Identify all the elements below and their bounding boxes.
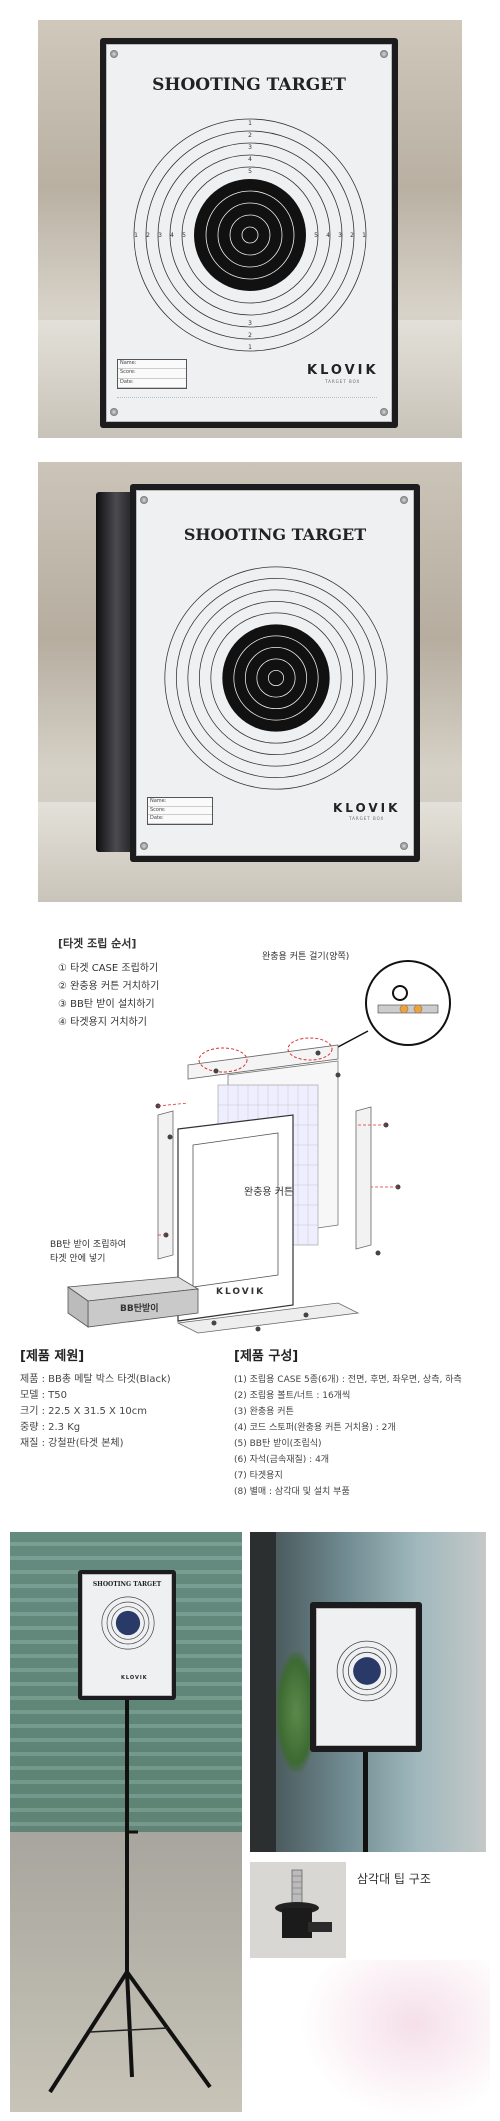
spec-column: [제품 제원] 제품 : BB총 메탈 박스 타겟(Black) 모델 : T5… — [20, 1345, 171, 1452]
assembly-step-3: ③ BB탄 받이 설치하기 — [58, 999, 155, 1010]
svg-text:1: 1 — [362, 232, 366, 239]
window-target-rings — [336, 1640, 398, 1702]
component-line: (1) 조립용 CASE 5종(6개) : 전면, 후면, 좌우면, 상측, 하… — [234, 1375, 462, 1385]
window-pole — [363, 1752, 368, 1852]
screw-icon — [400, 842, 408, 850]
assembly-step-4: ④ 타겟용지 거치하기 — [58, 1017, 147, 1028]
target-paper: SHOOTING TARGET 1 1 2 2 3 3 4 4 5 5 1 2 3 4 5 1 2… — [106, 44, 392, 422]
svg-text:2: 2 — [146, 232, 150, 239]
svg-text:4: 4 — [248, 156, 252, 163]
curtain-label: 완충용 커튼 — [244, 1187, 294, 1198]
bullseye-black — [222, 624, 330, 732]
bb-note-line-2: 타겟 안에 넣기 — [50, 1254, 106, 1264]
tripod-tip-photo — [250, 1862, 346, 1958]
svg-text:5: 5 — [248, 168, 252, 175]
component-line: (6) 자석(금속재질) : 4개 — [234, 1455, 330, 1465]
tripod-tip-drawing — [275, 1869, 332, 1938]
target-rings: 1 1 2 2 3 3 4 4 5 5 1 2 3 4 5 1 2 3 — [133, 118, 367, 352]
bb-note-line-1: BB탄 받이 조립하여 — [50, 1240, 127, 1250]
component-line: (8) 별매 : 삼각대 및 설치 부품 — [234, 1487, 350, 1497]
stand-target-title: SHOOTING TARGET — [92, 1581, 162, 1588]
target-title: SHOOTING TARGET — [183, 525, 367, 544]
greenery — [276, 1652, 316, 1772]
brand-logo: KLOVIK — [307, 363, 379, 378]
screw-icon — [140, 496, 148, 504]
spec-line: 제품 : BB총 메탈 박스 타겟(Black) — [20, 1374, 171, 1385]
curtain-hang-callout: 완충용 커튼 걸기(양쪽) — [262, 952, 350, 962]
spec-line: 중량 : 2.3 Kg — [20, 1422, 81, 1433]
stand-target-rings — [101, 1596, 155, 1650]
bb-tray-drawing — [66, 1276, 200, 1328]
stand-brand: KLOVIK — [121, 1675, 148, 1681]
doorframe — [250, 1532, 276, 1852]
tripod-legs — [48, 1700, 212, 2094]
svg-text:2: 2 — [248, 132, 252, 139]
target-box-side — [96, 492, 136, 852]
component-line: (2) 조립용 볼트/너트 : 16개씩 — [234, 1391, 351, 1401]
tripod-tip-caption: 삼각대 팁 구조 — [357, 1872, 431, 1886]
svg-text:1: 1 — [248, 344, 252, 351]
spec-section: [제품 제원] 제품 : BB총 메탈 박스 타겟(Black) 모델 : T5… — [20, 1345, 480, 1515]
component-line: (7) 타겟용지 — [234, 1471, 283, 1481]
screw-icon — [380, 408, 388, 416]
ring-num: 1 — [134, 232, 138, 239]
svg-text:1: 1 — [248, 120, 252, 127]
component-line: (3) 완충용 커튼 — [234, 1407, 294, 1417]
spec-line: 모델 : T50 — [20, 1390, 67, 1401]
screw-icon — [110, 50, 118, 58]
exploded-view — [66, 960, 451, 1334]
svg-text:5: 5 — [182, 232, 186, 239]
tripod-stand-photo: SHOOTING TARGET KLOVIK — [10, 1532, 242, 2112]
target-rings — [164, 566, 388, 790]
screw-icon — [110, 408, 118, 416]
svg-text:3: 3 — [338, 232, 342, 239]
spec-line: 재질 : 강철판(타겟 본체) — [20, 1438, 124, 1449]
frame-brand: KLOVIK — [216, 1287, 266, 1297]
assembly-heading: [타겟 조립 순서] — [58, 937, 137, 950]
brand-sub: TARGET BOX — [349, 816, 385, 821]
brand-logo: KLOVIK — [333, 801, 401, 815]
target-title: SHOOTING TARGET — [152, 75, 346, 95]
bullseye-black — [194, 179, 306, 291]
fine-print — [117, 397, 377, 400]
bb-tray-label: BB탄받이 — [120, 1304, 159, 1314]
product-photo-angle: SHOOTING TARGET Name:Score:Date: KLOVIK … — [38, 462, 462, 902]
spec-title: [제품 제원] — [20, 1349, 85, 1364]
decorative-smudge — [300, 1960, 490, 2120]
zoom-callout-circle — [365, 960, 451, 1046]
svg-text:5: 5 — [314, 232, 318, 239]
name-score-box: Name:Score:Date: — [147, 797, 213, 825]
svg-text:3: 3 — [248, 144, 252, 151]
stand-target-paper: SHOOTING TARGET KLOVIK — [82, 1574, 172, 1696]
window-target-paper — [316, 1608, 416, 1746]
component-line: (4) 코드 스토퍼(완충용 커튼 거치용) : 2개 — [234, 1423, 396, 1433]
svg-text:2: 2 — [248, 332, 252, 339]
target-paper: SHOOTING TARGET Name:Score:Date: KLOVIK … — [136, 490, 414, 856]
components-column: [제품 구성] (1) 조립용 CASE 5종(6개) : 전면, 후면, 좌우… — [234, 1345, 462, 1500]
spec-line: 크기 : 22.5 X 31.5 X 10cm — [20, 1406, 148, 1417]
screw-icon — [400, 496, 408, 504]
svg-text:2: 2 — [350, 232, 354, 239]
product-photo-front: SHOOTING TARGET 1 1 2 2 3 3 4 4 5 5 1 2 3 4 5 1 2… — [38, 20, 462, 438]
name-score-box: Name:Score:Date: — [117, 359, 187, 389]
component-line: (5) BB탄 받이(조립식) — [234, 1439, 322, 1449]
components-title: [제품 구성] — [234, 1349, 299, 1364]
svg-text:3: 3 — [158, 232, 162, 239]
svg-text:4: 4 — [326, 232, 330, 239]
window-mounted-photo — [250, 1532, 486, 1852]
brand-sub: TARGET BOX — [325, 379, 361, 384]
svg-text:4: 4 — [170, 232, 174, 239]
assembly-diagram: [타겟 조립 순서] ① 타겟 CASE 조립하기 ② 완충용 커튼 거치하기 … — [38, 935, 462, 1335]
screw-icon — [380, 50, 388, 58]
screw-icon — [140, 842, 148, 850]
svg-text:3: 3 — [248, 320, 252, 327]
assembly-step-1: ① 타겟 CASE 조립하기 — [58, 963, 159, 974]
assembly-step-2: ② 완충용 커튼 거치하기 — [58, 981, 160, 992]
